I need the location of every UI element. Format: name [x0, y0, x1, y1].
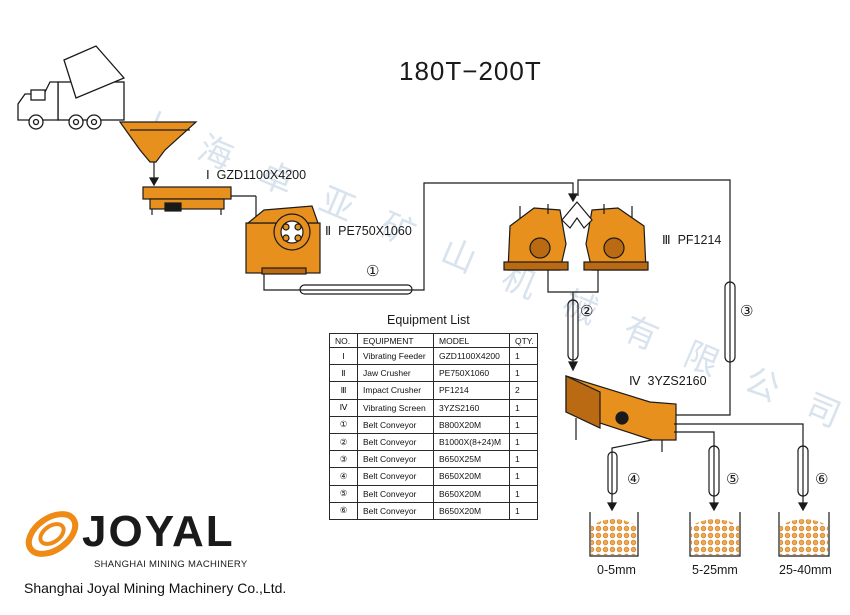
- cell-no: ④: [329, 467, 358, 486]
- label-impact-crusher: Ⅲ PF1214: [662, 233, 722, 247]
- vibrating-feeder: [142, 186, 257, 224]
- splitter-chute: [561, 201, 593, 229]
- cell-model: PF1214: [433, 381, 510, 400]
- cell-equipment: Belt Conveyor: [357, 501, 434, 520]
- cell-equipment: Vibrating Screen: [357, 398, 434, 417]
- product-bin-5-25: [689, 512, 741, 557]
- feed-hopper: [118, 121, 198, 187]
- cell-no: ③: [329, 450, 358, 469]
- cell-no: Ⅳ: [329, 398, 358, 417]
- cell-model: B650X20M: [433, 467, 510, 486]
- company-name: Shanghai Joyal Mining Machinery Co.,Ltd.: [24, 580, 287, 596]
- product-bin-0-5: [589, 512, 639, 557]
- joyal-logo-icon: [25, 511, 79, 557]
- cell-equipment: Belt Conveyor: [357, 450, 434, 469]
- conveyor-2-path: [547, 270, 599, 372]
- col-model: MODEL: [433, 333, 510, 348]
- label-jaw-crusher: Ⅱ PE750X1060: [325, 224, 412, 238]
- cell-no: Ⅲ: [329, 381, 358, 400]
- product-bin-25-40: [778, 512, 830, 557]
- product-label-25-40: 25-40mm: [779, 563, 832, 577]
- cell-qty: 1: [509, 415, 538, 434]
- cell-model: B650X20M: [433, 501, 510, 520]
- cell-model: GZD1100X4200: [433, 346, 510, 366]
- cell-model: B1000X(8+24)M: [433, 432, 510, 452]
- jaw-crusher: [245, 205, 321, 275]
- diagram-title: 180T−200T: [399, 56, 542, 86]
- impact-crusher-right: [583, 204, 649, 271]
- conveyor-6-label: ⑥: [815, 470, 829, 488]
- col-equipment: EQUIPMENT: [357, 333, 434, 348]
- cell-qty: 1: [509, 432, 538, 452]
- cell-qty: 2: [509, 381, 538, 400]
- conveyor-5-label: ⑤: [726, 470, 740, 488]
- cell-no: ⑥: [329, 501, 358, 520]
- col-qty: QTY.: [509, 333, 538, 348]
- cell-qty: 1: [509, 484, 538, 503]
- dump-truck-icon: [17, 45, 126, 130]
- cell-model: PE750X1060: [433, 364, 510, 383]
- cell-qty: 1: [509, 364, 538, 383]
- cell-no: ①: [329, 415, 358, 434]
- equipment-list-title: Equipment List: [387, 313, 470, 327]
- label-vibrating-feeder: Ⅰ GZD1100X4200: [206, 168, 307, 182]
- cell-qty: 1: [509, 450, 538, 469]
- conveyor-4-label: ④: [627, 470, 641, 488]
- cell-equipment: Belt Conveyor: [357, 432, 434, 452]
- col-no: NO.: [329, 333, 358, 348]
- conveyor-3-label: ③: [740, 302, 754, 320]
- cell-equipment: Belt Conveyor: [357, 415, 434, 434]
- cell-no: Ⅱ: [329, 364, 358, 383]
- logo-wordmark: JOYAL: [82, 507, 235, 556]
- cell-qty: 1: [509, 501, 538, 520]
- cell-no: ⑤: [329, 484, 358, 503]
- cell-model: 3YZS2160: [433, 398, 510, 417]
- cell-model: B650X20M: [433, 484, 510, 503]
- label-vibrating-screen: Ⅳ 3YZS2160: [629, 374, 707, 388]
- cell-model: B800X20M: [433, 415, 510, 434]
- cell-qty: 1: [509, 398, 538, 417]
- cell-equipment: Vibrating Feeder: [357, 346, 434, 366]
- cell-equipment: Belt Conveyor: [357, 484, 434, 503]
- cell-equipment: Jaw Crusher: [357, 364, 434, 383]
- screen-output-lines: [606, 423, 809, 512]
- conveyor-1-label: ①: [366, 262, 380, 280]
- cell-model: B650X25M: [433, 450, 510, 469]
- cell-equipment: Impact Crusher: [357, 381, 434, 400]
- cell-no: ②: [329, 432, 358, 452]
- product-label-5-25: 5-25mm: [692, 563, 738, 577]
- conveyor-3-path: [577, 179, 736, 416]
- cell-qty: 1: [509, 467, 538, 486]
- conveyor-2-label: ②: [580, 302, 594, 320]
- cell-qty: 1: [509, 346, 538, 366]
- product-label-0-5: 0-5mm: [597, 563, 636, 577]
- cell-equipment: Belt Conveyor: [357, 467, 434, 486]
- impact-crusher-left: [503, 204, 569, 271]
- table-header-row: NO. EQUIPMENT MODEL QTY.: [329, 333, 538, 348]
- cell-no: Ⅰ: [329, 346, 358, 366]
- vibrating-screen: [565, 375, 677, 452]
- conveyor-1-path: [263, 182, 579, 295]
- logo-subtitle: SHANGHAI MINING MACHINERY: [94, 559, 248, 570]
